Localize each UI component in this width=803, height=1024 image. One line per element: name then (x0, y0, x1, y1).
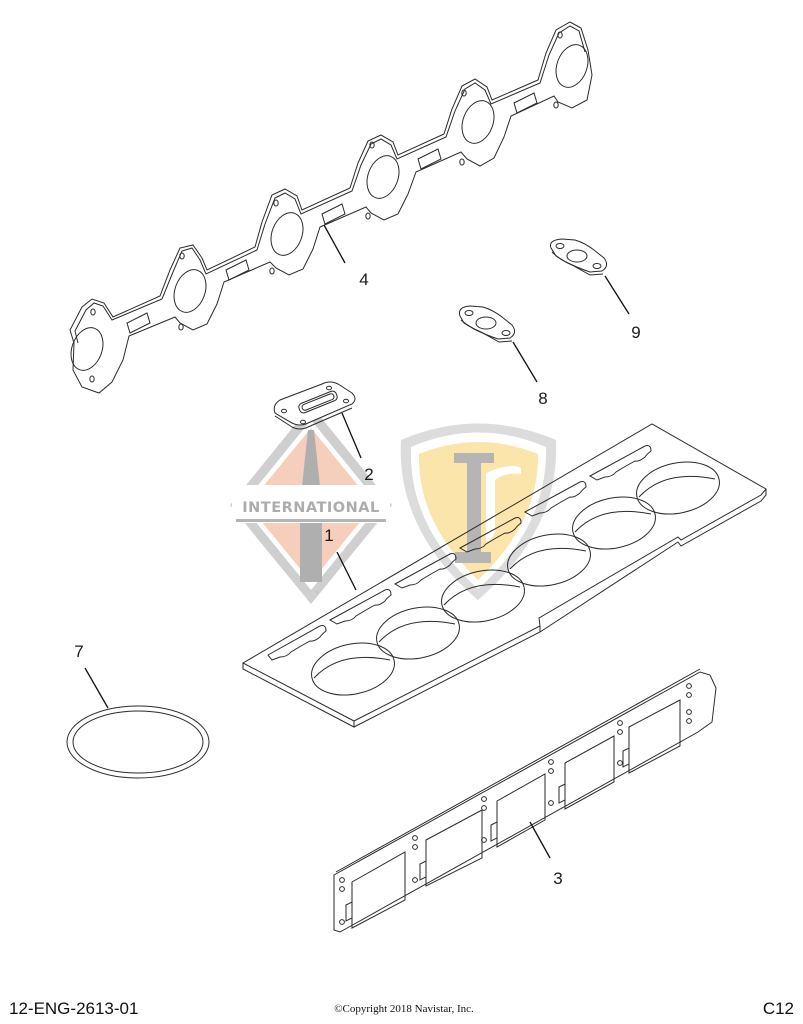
document-id: 12-ENG-2613-01 (9, 999, 139, 1018)
callout-8[interactable]: 8 (538, 389, 547, 408)
part-7-o-ring[interactable]: 7 (66, 642, 210, 779)
callout-7[interactable]: 7 (74, 642, 83, 661)
part-4-exhaust-manifold-gasket[interactable]: 4 (65, 21, 593, 394)
part-8-flange-gasket[interactable]: 8 (459, 305, 548, 408)
part-9-flange-gasket[interactable]: 9 (550, 238, 641, 342)
shield-logo-watermark (400, 423, 557, 600)
callout-1[interactable]: 1 (324, 526, 333, 545)
part-3-valve-cover-gasket[interactable]: 3 (333, 668, 717, 933)
page-code: C12 (762, 999, 794, 1018)
copyright-notice: ©Copyright 2018 Navistar, Inc. (334, 1003, 474, 1015)
part-2-rectangular-gasket[interactable]: 2 (273, 381, 374, 484)
callout-9[interactable]: 9 (631, 323, 640, 342)
callout-2[interactable]: 2 (364, 465, 373, 484)
callout-3[interactable]: 3 (553, 869, 562, 888)
callout-4[interactable]: 4 (359, 270, 368, 289)
part-1-cylinder-head-gasket[interactable]: 1 (241, 423, 767, 728)
international-logo-text: INTERNATIONAL (242, 500, 379, 516)
page-footer: 12-ENG-2613-01 ©Copyright 2018 Navistar,… (0, 999, 803, 1021)
international-logo-watermark: INTERNATIONAL (230, 405, 392, 604)
